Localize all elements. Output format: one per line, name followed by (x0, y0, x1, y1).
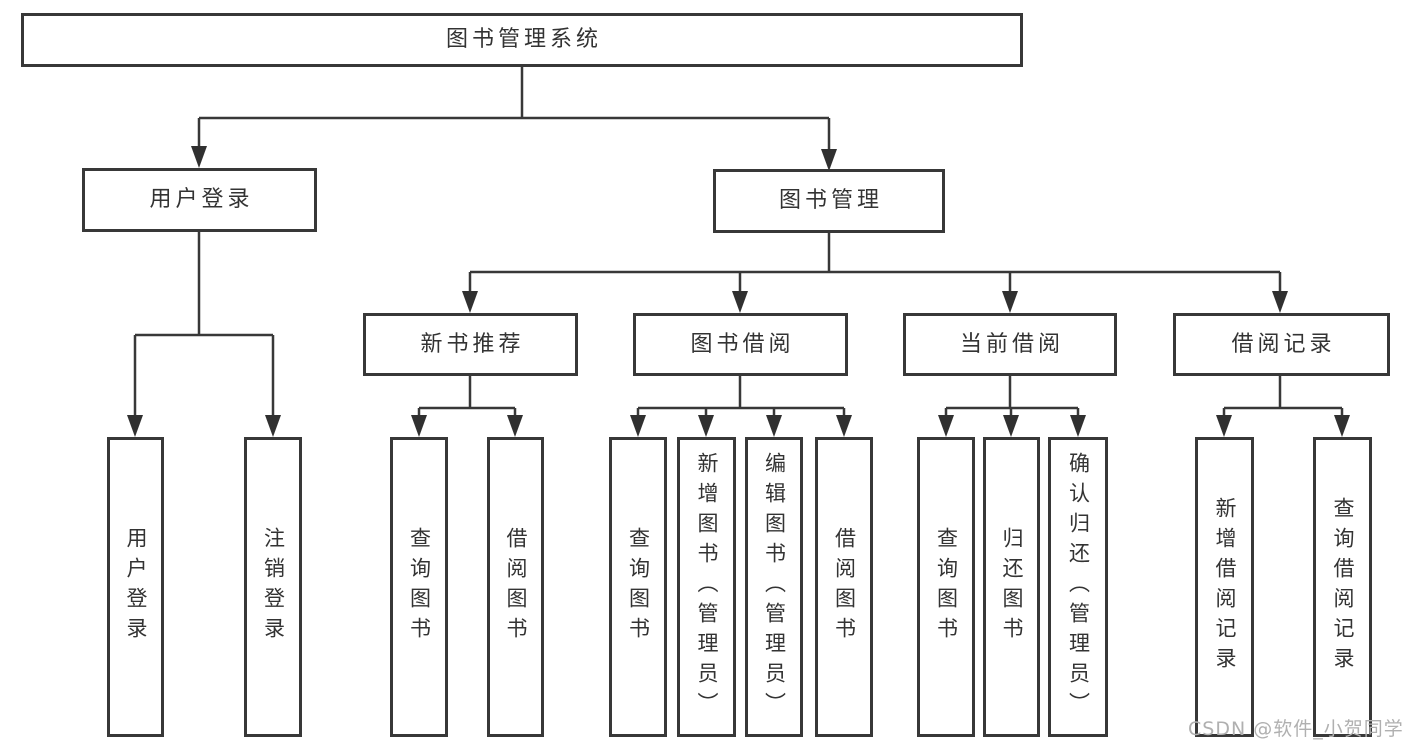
arrowhead (938, 415, 954, 437)
leaf-query-borrow-record-label: 查询借阅记录 (1331, 497, 1355, 677)
arrowhead (127, 415, 143, 437)
leaf-query-books-current-label: 查询图书 (934, 527, 959, 647)
leaf-user-login: 用户登录 (107, 437, 164, 737)
node-root-label: 图书管理系统 (445, 27, 602, 52)
arrowhead (836, 415, 852, 437)
watermark: CSDN @软件_小贺同学 (1188, 718, 1404, 740)
arrowhead (1272, 291, 1288, 313)
arrowhead (1216, 415, 1232, 437)
leaf-add-books-admin: 新增图书（管理员） (677, 437, 736, 737)
node-new-book-recommendation: 新书推荐 (363, 313, 578, 376)
arrowhead (1070, 415, 1086, 437)
node-user-login: 用户登录 (82, 168, 317, 232)
leaf-query-books-borrowing: 查询图书 (609, 437, 667, 737)
leaf-add-books-admin-label: 新增图书（管理员） (695, 452, 719, 722)
arrowhead (1002, 291, 1018, 313)
arrowhead (1003, 415, 1019, 437)
arrowhead (1334, 415, 1350, 437)
node-current-borrowing-label: 当前借阅 (959, 331, 1064, 357)
leaf-borrow-books-borrowing-label: 借阅图书 (832, 527, 857, 647)
arrowhead (766, 415, 782, 437)
node-new-book-recommendation-label: 新书推荐 (420, 331, 525, 357)
leaf-logout: 注销登录 (244, 437, 302, 737)
leaf-query-books-recommend-label: 查询图书 (407, 527, 432, 647)
leaf-user-login-label: 用户登录 (124, 527, 148, 647)
arrowhead (821, 149, 837, 171)
node-book-management: 图书管理 (713, 169, 945, 233)
arrowhead (630, 415, 646, 437)
arrowheads (127, 146, 1350, 437)
leaf-query-books-recommend: 查询图书 (390, 437, 448, 737)
leaf-confirm-return-admin: 确认归还（管理员） (1048, 437, 1108, 737)
leaf-logout-label: 注销登录 (261, 527, 286, 647)
node-book-borrowing: 图书借阅 (633, 313, 848, 376)
node-root: 图书管理系统 (21, 13, 1023, 67)
node-book-management-label: 图书管理 (778, 188, 883, 213)
node-borrowing-records-label: 借阅记录 (1231, 331, 1336, 357)
leaf-return-books: 归还图书 (983, 437, 1040, 737)
leaf-add-borrow-record-label: 新增借阅记录 (1213, 497, 1237, 677)
node-book-borrowing-label: 图书借阅 (690, 331, 795, 357)
leaf-borrow-books-recommend: 借阅图书 (487, 437, 544, 737)
leaf-borrow-books-recommend-label: 借阅图书 (504, 527, 528, 647)
node-current-borrowing: 当前借阅 (903, 313, 1117, 376)
connector-lines (133, 67, 1344, 419)
arrowhead (698, 415, 714, 437)
arrowhead (462, 291, 478, 313)
leaf-confirm-return-admin-label: 确认归还（管理员） (1066, 452, 1091, 722)
arrowhead (191, 146, 207, 168)
arrowhead (411, 415, 427, 437)
leaf-add-borrow-record: 新增借阅记录 (1195, 437, 1254, 737)
leaf-query-borrow-record: 查询借阅记录 (1313, 437, 1372, 737)
leaf-borrow-books-borrowing: 借阅图书 (815, 437, 873, 737)
leaf-edit-books-admin: 编辑图书（管理员） (745, 437, 803, 737)
leaf-query-books-current: 查询图书 (917, 437, 975, 737)
arrowhead (265, 415, 281, 437)
leaf-edit-books-admin-label: 编辑图书（管理员） (762, 452, 787, 722)
leaf-query-books-borrowing-label: 查询图书 (626, 527, 651, 647)
node-borrowing-records: 借阅记录 (1173, 313, 1390, 376)
arrowhead (732, 291, 748, 313)
node-user-login-label: 用户登录 (149, 187, 254, 212)
leaf-return-books-label: 归还图书 (1000, 527, 1024, 647)
arrowhead (507, 415, 523, 437)
